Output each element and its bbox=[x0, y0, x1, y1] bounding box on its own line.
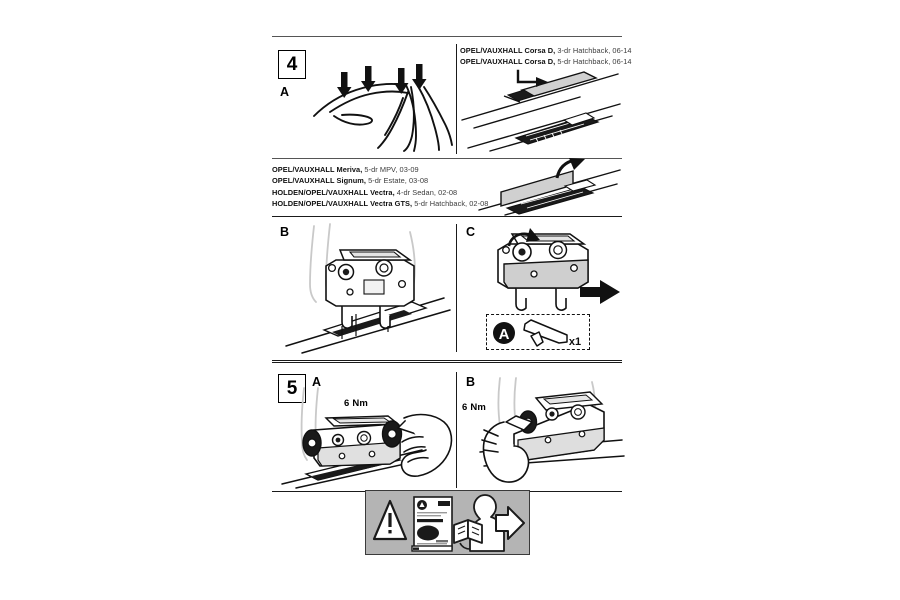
quantity-label: x1 bbox=[569, 336, 581, 348]
illustration-roof-rail-covers bbox=[461, 69, 621, 152]
step-4-panel-right: OPEL/VAUXHALL Corsa D, 3-dr Hatchback, 0… bbox=[460, 40, 632, 153]
vehicle-brand: OPEL/VAUXHALL Meriva, bbox=[272, 165, 363, 174]
illustration-torque-hand-side bbox=[479, 377, 625, 483]
badge-a-icon: A bbox=[493, 322, 515, 344]
illustration-torque-hand bbox=[281, 387, 453, 489]
vehicle-brand: OPEL/VAUXHALL Signum, bbox=[272, 176, 366, 186]
arrow-right-icon bbox=[495, 506, 525, 540]
panel-letter-5b: B bbox=[466, 375, 476, 389]
divider-top bbox=[272, 36, 622, 37]
bracket-panel-b: B bbox=[272, 220, 452, 356]
step-5-number-box: 5 bbox=[278, 374, 306, 403]
panel-letter-b: B bbox=[280, 225, 290, 239]
step-number: 4 bbox=[278, 50, 306, 79]
divider-before-step5 bbox=[272, 360, 622, 363]
vehicle-entry: OPEL/VAUXHALL Meriva, 5-dr MPV, 03-09 bbox=[272, 164, 488, 175]
illustration-bracket-insert bbox=[285, 223, 451, 354]
vehicle-entry: OPEL/VAUXHALL Corsa D, 3-dr Hatchback, 0… bbox=[460, 45, 632, 56]
vehicle-entry: HOLDEN/OPEL/VAUXHALL Vectra, 4-dr Sedan,… bbox=[272, 187, 488, 198]
vehicle-spec: 5-dr Hatchback, 06-14 bbox=[555, 57, 632, 67]
divider-before-bc bbox=[272, 216, 622, 218]
divider-after-step4 bbox=[272, 158, 622, 159]
svg-text:A: A bbox=[499, 326, 510, 343]
vehicle-list-middle-block: OPEL/VAUXHALL Meriva, 5-dr MPV, 03-09 OP… bbox=[272, 158, 622, 216]
torque-label-5b: 6 Nm bbox=[462, 402, 487, 413]
vehicle-list-top: OPEL/VAUXHALL Corsa D, 3-dr Hatchback, 0… bbox=[460, 45, 632, 68]
step-5-panel-b: B 6 Nm bbox=[460, 370, 625, 488]
vehicle-spec: 5-dr MPV, 03-09 bbox=[362, 165, 419, 174]
vehicle-list-middle: OPEL/VAUXHALL Meriva, 5-dr MPV, 03-09 OP… bbox=[272, 164, 488, 210]
bracket-panel-c: C bbox=[460, 220, 622, 356]
panel-divider-vertical-1 bbox=[456, 44, 457, 154]
vehicle-brand: OPEL/VAUXHALL Corsa D, bbox=[460, 46, 556, 55]
read-instructions-banner bbox=[365, 490, 530, 555]
hex-key-icon bbox=[523, 319, 568, 347]
panel-letter-a: A bbox=[280, 85, 290, 99]
step-4-number-box: 4 bbox=[278, 50, 306, 79]
vehicle-spec: 4-dr Sedan, 02-08 bbox=[394, 187, 458, 197]
step-number: 5 bbox=[278, 374, 306, 403]
vehicle-brand: HOLDEN/OPEL/VAUXHALL Vectra GTS, bbox=[272, 199, 413, 209]
vehicle-entry: OPEL/VAUXHALL Corsa D, 5-dr Hatchback, 0… bbox=[460, 56, 632, 67]
vehicle-brand: HOLDEN/OPEL/VAUXHALL Vectra, bbox=[272, 187, 395, 197]
person-reading-icon bbox=[453, 494, 505, 552]
illustration-bracket-tighten bbox=[497, 228, 620, 311]
vehicle-spec: 5-dr Estate, 03-08 bbox=[365, 176, 429, 186]
warning-triangle-icon bbox=[372, 499, 408, 541]
vehicle-brand: OPEL/VAUXHALL Corsa D, bbox=[460, 57, 556, 67]
torque-label-5a: 6 Nm bbox=[344, 398, 369, 409]
illustration-hatch-arrows bbox=[313, 64, 453, 152]
vehicle-spec: 5-dr Hatchback, 02-08 bbox=[412, 199, 489, 209]
vehicle-entry: HOLDEN/OPEL/VAUXHALL Vectra GTS, 5-dr Ha… bbox=[272, 198, 488, 209]
instruction-sheet: 4 A bbox=[272, 36, 632, 564]
instruction-manual-icon bbox=[411, 496, 453, 552]
banner-icons bbox=[372, 494, 525, 552]
panel-letter-c: C bbox=[466, 225, 476, 239]
panel-divider-vertical-2 bbox=[456, 224, 457, 352]
vehicle-spec: 3-dr Hatchback, 06-14 bbox=[555, 46, 632, 55]
tool-callout-box: A x1 bbox=[486, 314, 590, 350]
callout-contents: A x1 bbox=[493, 319, 581, 348]
vehicle-entry: OPEL/VAUXHALL Signum, 5-dr Estate, 03-08 bbox=[272, 175, 488, 186]
step-4-panel-a: 4 A bbox=[272, 40, 453, 153]
illustration-rail-cover-lift bbox=[478, 158, 621, 216]
panel-divider-vertical-3 bbox=[456, 372, 457, 488]
push-arrow-icon bbox=[580, 280, 620, 304]
panel-letter-5a: A bbox=[312, 375, 322, 389]
step-5-panel-a: 5 A 6 Nm bbox=[272, 370, 453, 489]
